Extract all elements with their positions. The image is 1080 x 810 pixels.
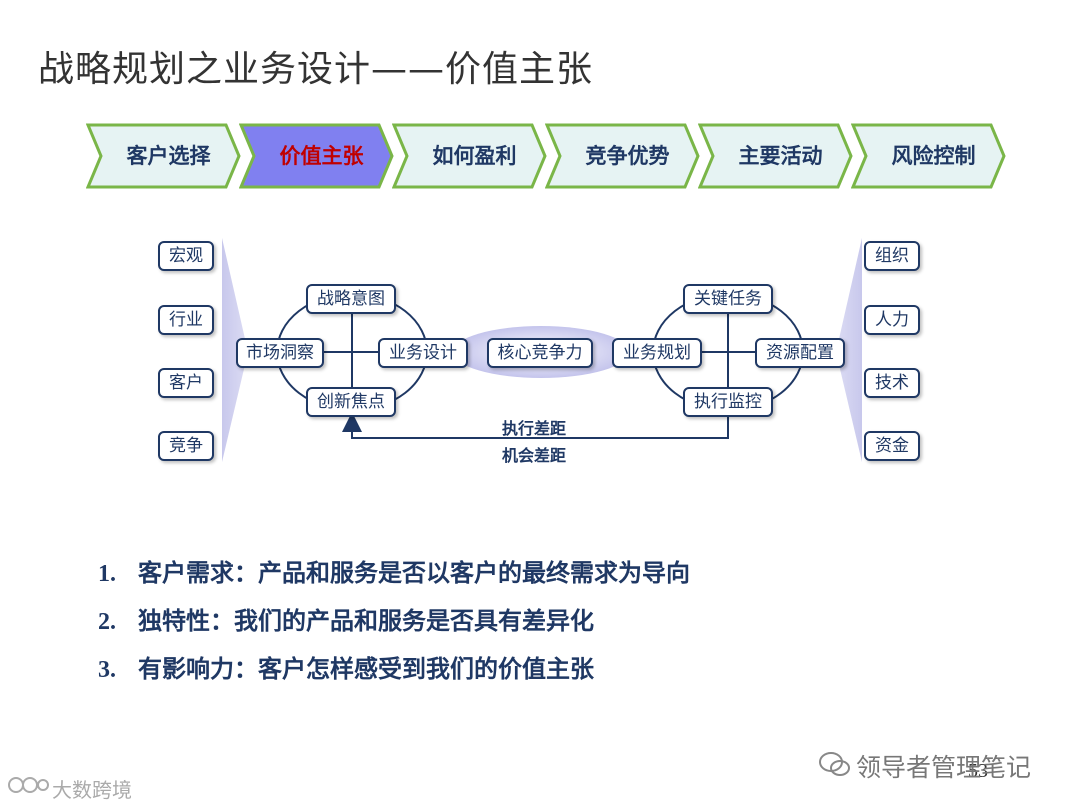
factor-industry: 行业	[158, 305, 214, 335]
gap-opportunity: 机会差距	[502, 446, 567, 465]
factor-technology: 技术	[864, 368, 920, 398]
step-label: 竞争优势	[585, 144, 670, 168]
factor-competition: 竞争	[158, 431, 214, 461]
node-business-design: 业务设计	[378, 338, 468, 368]
chevron-shape	[698, 123, 853, 189]
step-label: 价值主张	[279, 144, 364, 168]
page-number: 53	[968, 760, 988, 782]
step-label: 如何盈利	[432, 144, 517, 168]
factor-macro: 宏观	[158, 241, 214, 271]
point-item: 2. 独特性：我们的产品和服务是否具有差异化	[98, 604, 690, 652]
chevron-shape	[86, 123, 241, 189]
node-core-competence: 核心竞争力	[487, 338, 593, 368]
point-text: 独特性：我们的产品和服务是否具有差异化	[138, 607, 594, 635]
step-label: 客户选择	[126, 144, 211, 168]
factor-customer: 客户	[158, 368, 214, 398]
step-label: 风险控制	[891, 144, 976, 168]
point-text: 客户需求：产品和服务是否以客户的最终需求为导向	[138, 559, 690, 587]
point-number: 3.	[98, 657, 116, 683]
step-value-proposition[interactable]: 价值主张	[239, 123, 394, 189]
factor-organization: 组织	[864, 241, 920, 271]
step-competitive-advantage[interactable]: 竞争优势	[545, 123, 700, 189]
point-number: 1.	[98, 561, 116, 587]
chevron-shape	[239, 123, 394, 189]
node-strategic-intent: 战略意图	[306, 284, 396, 314]
node-innovation-focus: 创新焦点	[306, 387, 396, 417]
point-item: 1. 客户需求：产品和服务是否以客户的最终需求为导向	[98, 556, 690, 604]
gap-execution: 执行差距	[502, 419, 567, 438]
step-profitability[interactable]: 如何盈利	[392, 123, 547, 189]
point-text: 有影响力：客户怎样感受到我们的价值主张	[138, 655, 594, 683]
feedback-arrow	[342, 412, 729, 439]
right-wedge	[836, 238, 862, 462]
point-item: 3. 有影响力：客户怎样感受到我们的价值主张	[98, 652, 690, 700]
node-business-planning: 业务规划	[612, 338, 702, 368]
page-title: 战略规划之业务设计——价值主张	[38, 49, 594, 90]
chevron-shape	[545, 123, 700, 189]
key-points: 1. 客户需求：产品和服务是否以客户的最终需求为导向 2. 独特性：我们的产品和服务…	[98, 556, 690, 700]
node-execution-monitoring: 执行监控	[683, 387, 773, 417]
node-key-tasks: 关键任务	[683, 284, 773, 314]
step-label: 主要活动	[738, 144, 823, 168]
node-resource-allocation: 资源配置	[755, 338, 845, 368]
node-market-insight: 市场洞察	[236, 338, 324, 368]
point-number: 2.	[98, 609, 116, 635]
step-customer-choice[interactable]: 客户选择	[86, 123, 241, 189]
left-wedge	[222, 238, 248, 462]
step-main-activities[interactable]: 主要活动	[698, 123, 853, 189]
brand-logo-icon	[8, 777, 49, 793]
chevron-shape	[392, 123, 547, 189]
watermark-right: 领导者管理笔记	[856, 753, 1032, 782]
watermark-left: 大数跨境	[52, 778, 132, 802]
factor-manpower: 人力	[864, 305, 920, 335]
step-risk-control[interactable]: 风险控制	[851, 123, 1006, 189]
wechat-icon	[819, 752, 850, 776]
factor-capital: 资金	[864, 431, 920, 461]
chevron-shape	[851, 123, 1006, 189]
